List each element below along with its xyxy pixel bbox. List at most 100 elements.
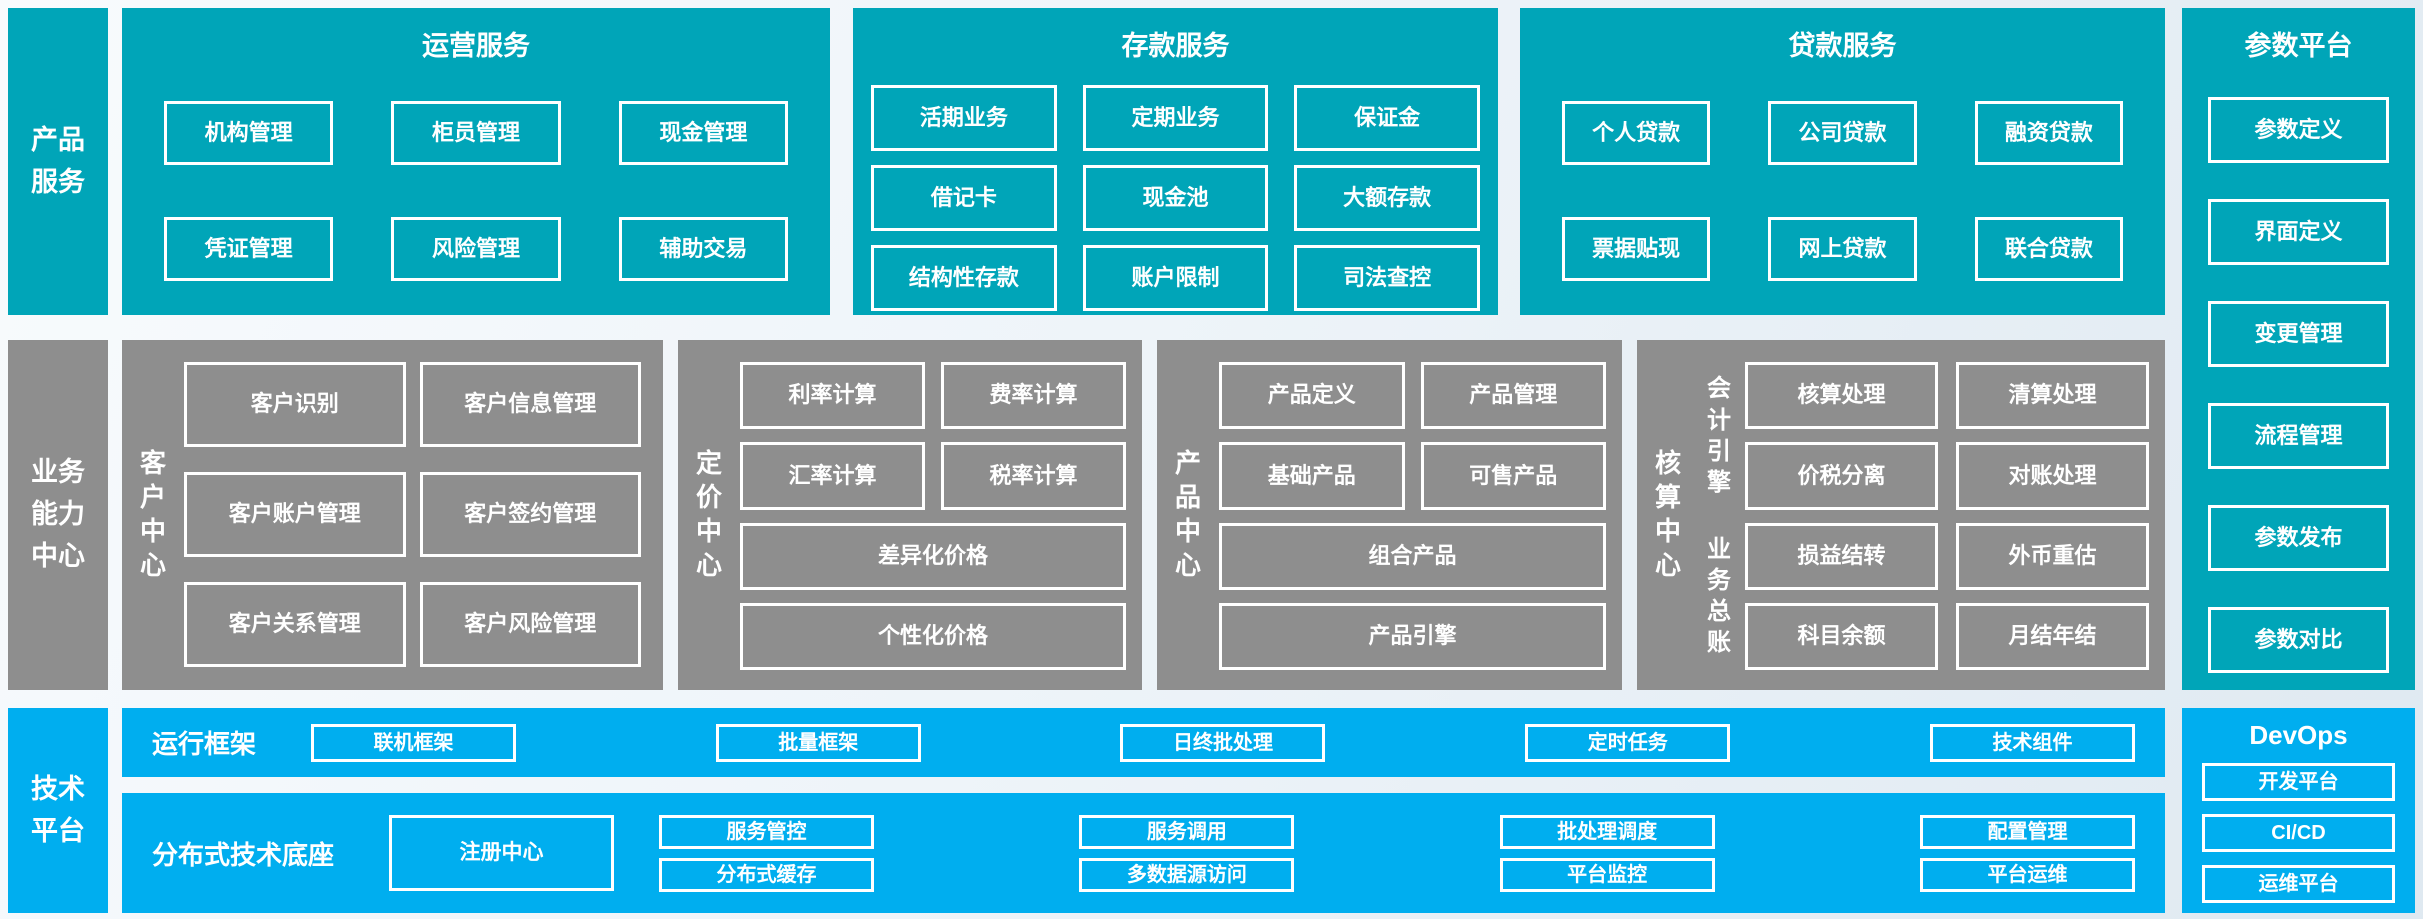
rail-technology-platform: 技术 平台 xyxy=(8,708,108,913)
param-box-ui-definition: 界面定义 xyxy=(2208,199,2389,265)
distributed-base-columns: 服务管控 分布式缓存 服务调用 多数据源访问 批处理调度 平台监控 配置管理 平… xyxy=(659,814,2135,892)
module-box-reconciliation: 对账处理 xyxy=(1956,442,2149,510)
module-box-product-definition: 产品定义 xyxy=(1219,362,1405,430)
service-box-personal-loan: 个人贷款 xyxy=(1562,101,1711,165)
rail-technology-platform-label: 技术 平台 xyxy=(31,773,85,846)
module-box-month-year-end: 月结年结 xyxy=(1956,602,2149,670)
product-center-label: 产 品 中 心 xyxy=(1174,448,1201,580)
devops-box-ops-platform: 运维平台 xyxy=(2202,865,2395,903)
panel-runtime-framework: 运行框架 联机框架 批量框架 日终批处理 定时任务 技术组件 xyxy=(122,708,2165,777)
accounting-engine-grid: 核算处理 清算处理 价税分离 对账处理 xyxy=(1745,362,2149,510)
service-box-corporate-loan: 公司贷款 xyxy=(1768,101,1917,165)
module-box-differential-pricing: 差异化价格 xyxy=(740,522,1126,590)
runtime-framework-boxes: 联机框架 批量框架 日终批处理 定时任务 技术组件 xyxy=(311,723,2135,762)
distributed-column-scheduling: 批处理调度 平台监控 xyxy=(1499,814,1715,892)
module-box-accounting-process: 核算处理 xyxy=(1745,362,1938,430)
module-box-customer-contract-mgmt: 客户签约管理 xyxy=(419,472,641,557)
runtime-framework-label: 运行框架 xyxy=(152,729,257,759)
panel-distributed-tech-base: 分布式技术底座 注册中心 服务管控 分布式缓存 服务调用 多数据源访问 批处理调… xyxy=(122,793,2165,913)
service-box-voucher-mgmt: 凭证管理 xyxy=(164,217,334,281)
service-box-margin: 保证金 xyxy=(1294,85,1480,151)
service-box-account-restriction: 账户限制 xyxy=(1082,245,1269,311)
param-box-compare: 参数对比 xyxy=(2208,607,2389,673)
module-box-customer-risk-mgmt: 客户风险管理 xyxy=(419,582,641,667)
business-ledger-grid: 损益结转 外币重估 科目余额 月结年结 xyxy=(1745,522,2149,670)
module-box-combined-product: 组合产品 xyxy=(1219,522,1606,590)
tech-box-tech-component: 技术组件 xyxy=(1929,723,2135,762)
service-box-cash-mgmt: 现金管理 xyxy=(618,101,788,165)
deposit-services-title: 存款服务 xyxy=(1121,31,1230,61)
panel-parameter-platform: 参数平台 参数定义 界面定义 变更管理 流程管理 参数发布 参数对比 xyxy=(2182,8,2415,690)
service-box-financing-loan: 融资贷款 xyxy=(1974,101,2123,165)
panel-pricing-center: 定 价 中 心 利率计算 费率计算 汇率计算 税率计算 差异化价格 个性化价格 xyxy=(678,340,1142,690)
tech-box-distributed-cache: 分布式缓存 xyxy=(659,857,875,892)
tech-box-platform-monitoring: 平台监控 xyxy=(1499,857,1715,892)
param-box-definition: 参数定义 xyxy=(2208,97,2389,163)
panel-devops: DevOps 开发平台 CI/CD 运维平台 xyxy=(2182,708,2415,913)
distributed-column-governance: 服务管控 分布式缓存 xyxy=(659,814,875,892)
service-box-institution-mgmt: 机构管理 xyxy=(164,101,334,165)
rail-business-capability-center: 业务 能力 中心 xyxy=(8,340,108,690)
tech-box-batch-framework: 批量框架 xyxy=(715,723,921,762)
loan-services-title: 贷款服务 xyxy=(1788,31,1897,61)
group-business-ledger: 业 务 总 账 损益结转 外币重估 科目余额 月结年结 xyxy=(1699,522,2149,670)
deposit-services-grid: 活期业务 定期业务 保证金 借记卡 现金池 大额存款 结构性存款 账户限制 司法… xyxy=(853,63,1498,311)
operation-services-title: 运营服务 xyxy=(422,31,530,61)
param-box-change-mgmt: 变更管理 xyxy=(2208,301,2389,367)
panel-customer-center: 客 户 中 心 客户识别 客户信息管理 客户账户管理 客户签约管理 客户关系管理… xyxy=(122,340,663,690)
tech-box-service-governance: 服务管控 xyxy=(659,814,875,849)
tech-box-config-mgmt: 配置管理 xyxy=(1920,814,2135,849)
module-box-customer-relation-mgmt: 客户关系管理 xyxy=(184,582,406,667)
devops-box-cicd: CI/CD xyxy=(2202,814,2395,852)
parameter-platform-list: 参数定义 界面定义 变更管理 流程管理 参数发布 参数对比 xyxy=(2182,63,2415,673)
accounting-engine-label: 会 计 引 擎 xyxy=(1707,375,1731,496)
customer-center-label: 客 户 中 心 xyxy=(139,448,166,580)
parameter-platform-title: 参数平台 xyxy=(2244,31,2353,61)
tech-box-platform-ops: 平台运维 xyxy=(1920,857,2135,892)
panel-deposit-services: 存款服务 活期业务 定期业务 保证金 借记卡 现金池 大额存款 结构性存款 账户… xyxy=(853,8,1498,315)
business-ledger-label: 业 务 总 账 xyxy=(1707,535,1731,657)
tech-box-online-framework: 联机框架 xyxy=(311,723,517,762)
customer-center-grid: 客户识别 客户信息管理 客户账户管理 客户签约管理 客户关系管理 客户风险管理 xyxy=(184,340,663,690)
service-box-bill-discount: 票据贴现 xyxy=(1562,217,1711,281)
module-box-product-mgmt: 产品管理 xyxy=(1420,362,1606,430)
group-accounting-engine: 会 计 引 擎 核算处理 清算处理 价税分离 对账处理 xyxy=(1699,362,2149,510)
module-box-customer-account-mgmt: 客户账户管理 xyxy=(184,472,406,557)
param-box-publish: 参数发布 xyxy=(2208,505,2389,571)
pricing-center-grid: 利率计算 费率计算 汇率计算 税率计算 差异化价格 个性化价格 xyxy=(740,340,1142,690)
module-box-pnl-carryover: 损益结转 xyxy=(1745,522,1938,590)
module-box-price-tax-separation: 价税分离 xyxy=(1745,442,1938,510)
module-box-personalized-pricing: 个性化价格 xyxy=(740,602,1126,670)
module-box-product-engine: 产品引擎 xyxy=(1219,602,1606,670)
devops-title: DevOps xyxy=(2249,720,2348,750)
module-box-interest-calc: 利率计算 xyxy=(740,362,925,430)
param-box-process-mgmt: 流程管理 xyxy=(2208,403,2389,469)
service-box-time-deposit: 定期业务 xyxy=(1082,85,1269,151)
rail-product-services-label: 产品 服务 xyxy=(31,124,85,197)
module-box-exchange-calc: 汇率计算 xyxy=(740,442,925,510)
accounting-center-label: 核 算 中 心 xyxy=(1654,448,1681,580)
loan-services-grid: 个人贷款 公司贷款 融资贷款 票据贴现 网上贷款 联合贷款 xyxy=(1520,63,2165,281)
rail-business-capability-label: 业务 能力 中心 xyxy=(31,457,85,571)
tech-box-batch-scheduling: 批处理调度 xyxy=(1499,814,1715,849)
tech-box-registry-center: 注册中心 xyxy=(389,815,615,891)
devops-box-dev-platform: 开发平台 xyxy=(2202,763,2395,801)
service-box-structured-deposit: 结构性存款 xyxy=(871,245,1057,311)
service-box-online-loan: 网上贷款 xyxy=(1768,217,1917,281)
service-box-large-deposit: 大额存款 xyxy=(1294,165,1480,231)
tech-box-eod-batch: 日终批处理 xyxy=(1120,723,1326,762)
service-box-assist-trade: 辅助交易 xyxy=(618,217,788,281)
pricing-center-label: 定 价 中 心 xyxy=(695,448,722,580)
panel-loan-services: 贷款服务 个人贷款 公司贷款 融资贷款 票据贴现 网上贷款 联合贷款 xyxy=(1520,8,2165,315)
distributed-base-label: 分布式技术底座 xyxy=(152,839,335,870)
distributed-column-invocation: 服务调用 多数据源访问 xyxy=(1079,814,1295,892)
module-box-basic-product: 基础产品 xyxy=(1219,442,1405,510)
service-box-judicial-control: 司法查控 xyxy=(1294,245,1480,311)
module-box-fx-revaluation: 外币重估 xyxy=(1956,522,2149,590)
product-center-grid: 产品定义 产品管理 基础产品 可售产品 组合产品 产品引擎 xyxy=(1219,340,1622,690)
panel-product-center: 产 品 中 心 产品定义 产品管理 基础产品 可售产品 组合产品 产品引擎 xyxy=(1157,340,1622,690)
module-box-customer-identify: 客户识别 xyxy=(184,362,406,447)
module-box-fee-calc: 费率计算 xyxy=(941,362,1126,430)
service-box-cash-pool: 现金池 xyxy=(1082,165,1269,231)
